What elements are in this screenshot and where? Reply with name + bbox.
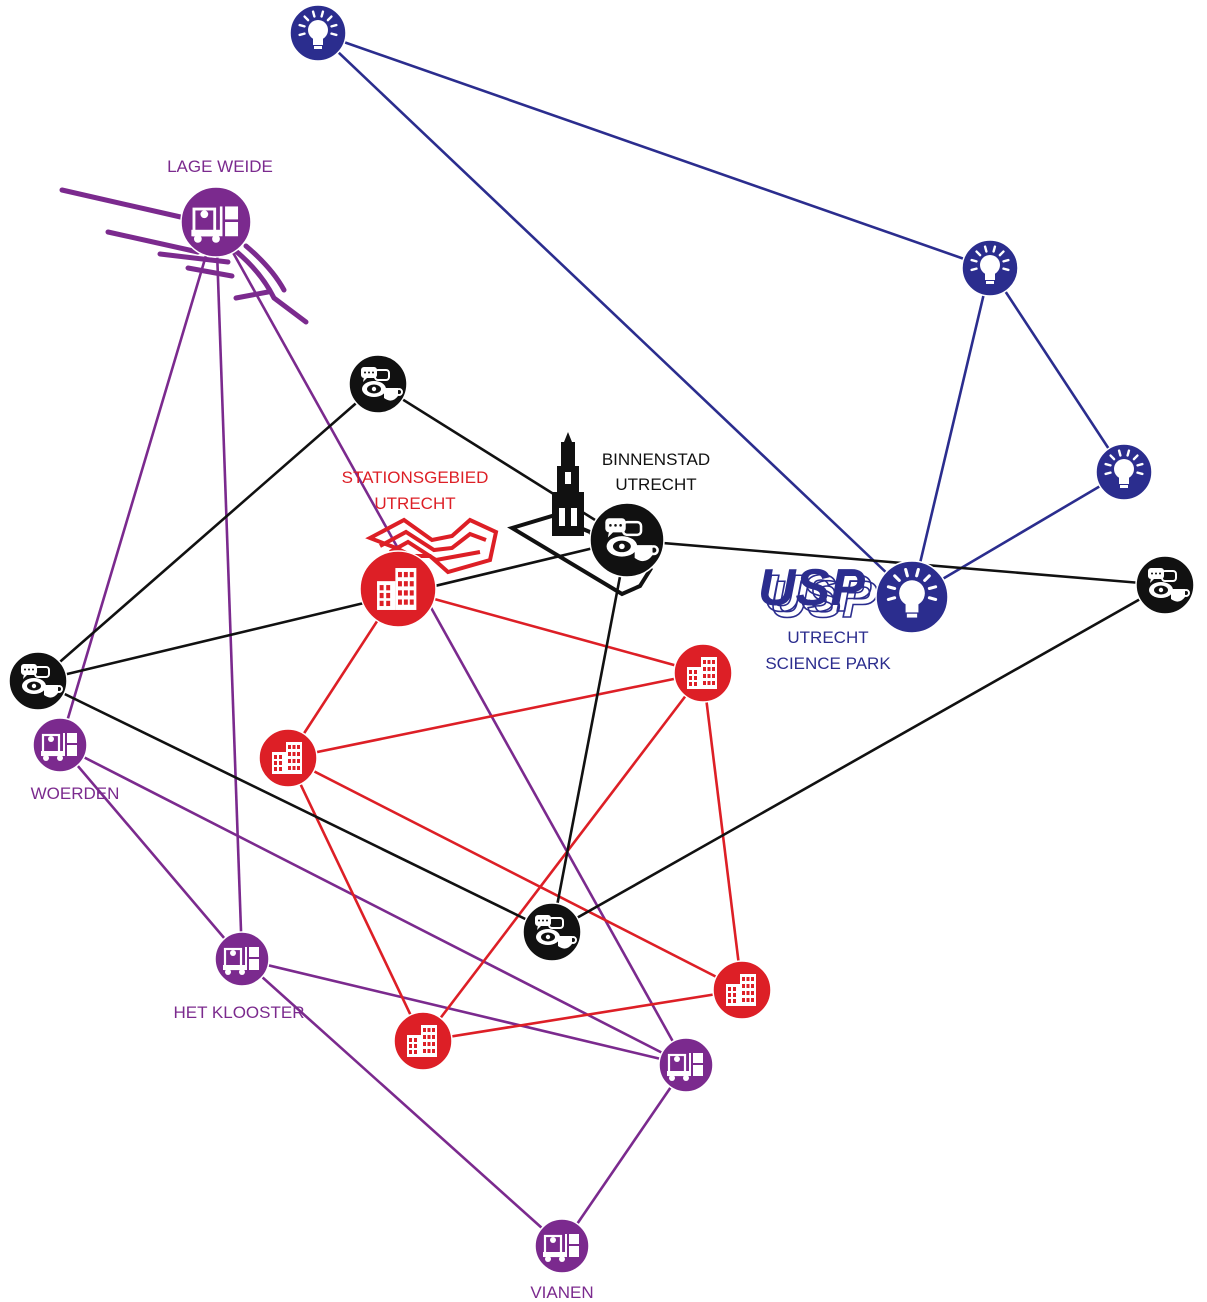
speech-eye-coffee-icon bbox=[361, 367, 403, 401]
office-building-icon bbox=[726, 974, 756, 1006]
edge-office-west-to-office-south bbox=[286, 757, 425, 1042]
network-nodes bbox=[8, 4, 1195, 1274]
node-bulb-southeast bbox=[1095, 443, 1153, 501]
label-science-park-line2: SCIENCE PARK bbox=[765, 654, 891, 673]
node-stationsgebied bbox=[359, 550, 437, 628]
forklift-icon bbox=[41, 733, 77, 761]
svg-text:USP: USP bbox=[764, 565, 871, 623]
edge-bulb-north-to-bulb-east bbox=[317, 31, 991, 270]
edge-binnenstad-to-city-west bbox=[37, 538, 628, 683]
node-city-south bbox=[522, 902, 582, 962]
edge-city-east-to-city-south bbox=[551, 583, 1166, 934]
label-het-klooster: HET KLOOSTER bbox=[174, 1003, 305, 1022]
label-stationsgebied-line2: UTRECHT bbox=[374, 494, 455, 513]
speech-eye-coffee-icon bbox=[605, 518, 659, 562]
office-building-icon bbox=[377, 568, 417, 610]
edge-office-east-to-office-west bbox=[287, 671, 704, 760]
place-labels: LAGE WEIDE STATIONSGEBIED UTRECHT BINNEN… bbox=[31, 157, 892, 1302]
edge-lage-weide-to-woerden bbox=[58, 221, 218, 746]
node-office-southeast bbox=[712, 960, 772, 1020]
edge-woerden-to-logistics-south bbox=[59, 743, 687, 1067]
edge-bulb-east-to-bulb-science-park bbox=[910, 267, 992, 598]
node-office-east bbox=[673, 643, 733, 703]
label-vianen: VIANEN bbox=[530, 1283, 593, 1302]
forklift-icon bbox=[667, 1053, 703, 1081]
edge-woerden-to-het-klooster bbox=[59, 744, 243, 960]
edge-bulb-southeast-to-bulb-science-park bbox=[911, 470, 1125, 599]
svg-text:USP: USP bbox=[770, 571, 877, 629]
office-building-icon bbox=[687, 657, 717, 689]
forklift-icon bbox=[543, 1234, 579, 1262]
label-binnenstad-line1: BINNENSTAD bbox=[602, 450, 710, 469]
speech-eye-coffee-icon bbox=[1148, 568, 1190, 602]
binnenstad-outline bbox=[507, 432, 654, 597]
edge-office-east-to-office-south bbox=[421, 672, 705, 1042]
node-city-east bbox=[1135, 555, 1195, 615]
node-logistics-south bbox=[658, 1037, 714, 1093]
speech-eye-coffee-icon bbox=[21, 664, 63, 698]
node-office-west bbox=[258, 728, 318, 788]
label-lage-weide: LAGE WEIDE bbox=[167, 157, 273, 176]
lightbulb-icon bbox=[298, 10, 338, 49]
node-bulb-north bbox=[289, 4, 347, 62]
connection-lines bbox=[37, 31, 1166, 1247]
node-lage-weide bbox=[180, 186, 252, 258]
node-bulb-science-park bbox=[875, 560, 949, 634]
edge-office-southeast-to-office-south bbox=[422, 988, 743, 1043]
node-bulb-east bbox=[961, 239, 1019, 297]
forklift-icon bbox=[191, 206, 239, 243]
forklift-icon bbox=[223, 947, 259, 975]
edge-lage-weide-to-logistics-south bbox=[214, 221, 688, 1066]
edge-bulb-north-to-bulb-science-park bbox=[317, 32, 913, 598]
edge-city-north-to-binnenstad bbox=[377, 382, 628, 542]
edge-bulb-east-to-bulb-southeast bbox=[988, 267, 1126, 473]
office-building-icon bbox=[272, 742, 302, 774]
lightbulb-icon bbox=[1104, 449, 1144, 488]
dom-tower-icon bbox=[552, 432, 584, 536]
edge-binnenstad-to-city-east bbox=[626, 538, 1166, 587]
edge-stationsgebied-to-office-east bbox=[397, 587, 704, 675]
edge-city-west-to-city-south bbox=[37, 679, 553, 934]
label-science-park-line1: UTRECHT bbox=[787, 628, 868, 647]
edge-logistics-south-to-vianen bbox=[560, 1064, 688, 1247]
edge-office-west-to-office-southeast bbox=[287, 756, 743, 992]
node-city-north bbox=[348, 354, 408, 414]
speech-eye-coffee-icon bbox=[535, 915, 577, 949]
edge-het-klooster-to-logistics-south bbox=[241, 957, 687, 1067]
edge-binnenstad-to-city-south bbox=[550, 539, 629, 933]
node-city-west bbox=[8, 651, 68, 711]
label-stationsgebied-line1: STATIONSGEBIED bbox=[342, 468, 489, 487]
node-vianen bbox=[534, 1218, 590, 1274]
node-office-south bbox=[393, 1011, 453, 1071]
edge-lage-weide-to-het-klooster bbox=[214, 221, 244, 960]
edge-city-north-to-city-west bbox=[37, 383, 379, 682]
lage-weide-canal-shape bbox=[59, 187, 309, 325]
svg-text:USP: USP bbox=[758, 559, 865, 617]
edge-office-east-to-office-southeast bbox=[701, 672, 744, 991]
node-binnenstad bbox=[589, 502, 665, 578]
node-woerden bbox=[32, 717, 88, 773]
label-binnenstad-line2: UTRECHT bbox=[615, 475, 696, 494]
lightbulb-icon bbox=[970, 245, 1010, 284]
lightbulb-icon bbox=[886, 568, 938, 618]
edge-het-klooster-to-vianen bbox=[241, 958, 563, 1247]
office-building-icon bbox=[407, 1025, 437, 1057]
node-het-klooster bbox=[214, 931, 270, 987]
label-woerden: WOERDEN bbox=[31, 784, 120, 803]
usp-logo: USP USP USP bbox=[758, 559, 878, 630]
